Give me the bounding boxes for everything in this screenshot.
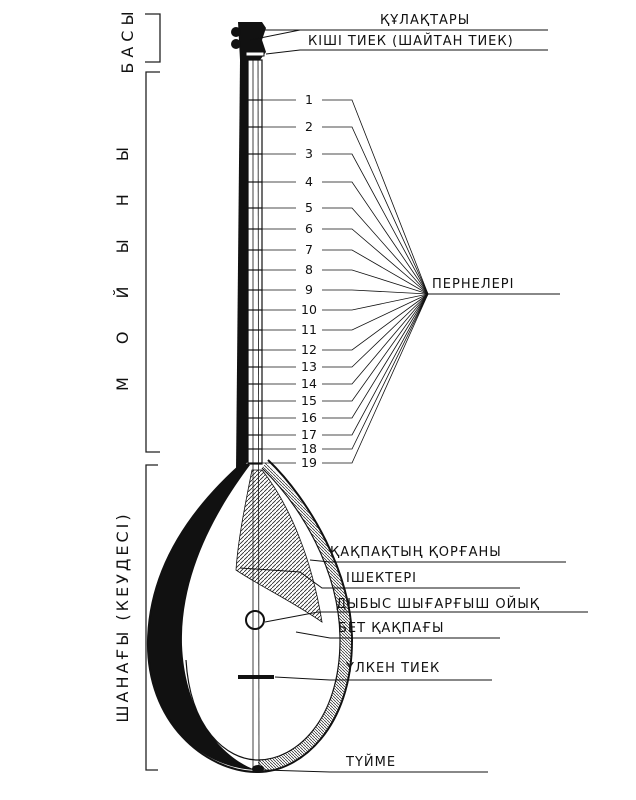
fret-leader-15	[322, 293, 429, 402]
fret-leader-19	[322, 293, 429, 464]
body-section-label: ШАНАҒЫ (КЕУДЕСІ)	[113, 511, 132, 722]
fret-leader-17	[322, 293, 429, 436]
head-section-label: БАСЫ	[118, 6, 137, 73]
fret-number-2: 2	[305, 119, 313, 134]
head-leaders	[249, 29, 548, 55]
fret-leader-10	[322, 293, 429, 311]
soundboard-guard-shading	[235, 469, 323, 623]
fret-leader-11	[322, 293, 429, 331]
dombra-neck	[236, 47, 263, 771]
headstock	[238, 22, 266, 60]
section-brackets	[145, 13, 161, 771]
body-leaders	[239, 293, 588, 773]
fret-leader-12	[322, 293, 429, 351]
fret-leader-7	[322, 249, 429, 295]
label-sound-hole: ДЫБЫС ШЫҒАРҒЫШ ОЙЫҚ	[336, 596, 540, 612]
fret-number-14: 14	[301, 376, 317, 391]
fret-number-9: 9	[305, 282, 313, 297]
fret-number-11: 11	[301, 322, 317, 337]
neck-dark-edge	[236, 60, 248, 470]
fret-number-17: 17	[301, 427, 317, 442]
string-2	[257, 47, 260, 771]
fret-number-18: 18	[301, 441, 317, 456]
label-button: ТҮЙМЕ	[345, 754, 396, 770]
part-labels: ҚҰЛАҚТАРЫ КІШІ ТИЕК (ШАЙТАН ТИЕК) ПЕРНЕЛ…	[308, 13, 540, 770]
label-soundboard-guard: ҚАҚПАҚТЫҢ ҚОРҒАНЫ	[330, 545, 502, 560]
fret-number-3: 3	[305, 146, 313, 161]
body-shadow	[147, 462, 256, 770]
fret-leader-6	[322, 228, 429, 295]
fret-leader-9	[322, 289, 429, 295]
fret-leader-16	[322, 293, 429, 419]
label-strings: ІШЕКТЕРІ	[346, 571, 417, 586]
neck-section-label: М О Й Ы Н Ы	[113, 133, 132, 391]
fret-leaders	[262, 99, 429, 464]
fret-leader-3	[322, 153, 429, 295]
small-bridge	[245, 51, 265, 57]
fret-leader-5	[322, 207, 429, 295]
fret-number-6: 6	[305, 221, 313, 236]
fret-number-13: 13	[301, 359, 317, 374]
fret-number-4: 4	[305, 174, 313, 189]
fret-leader-2	[322, 126, 429, 295]
neck-bracket	[145, 71, 160, 453]
peg-2	[231, 39, 241, 49]
dombra-head	[231, 22, 266, 60]
label-pegs: ҚҰЛАҚТАРЫ	[380, 13, 470, 28]
fret-number-8: 8	[305, 262, 313, 277]
sound-hole	[245, 610, 265, 630]
dombra-body	[146, 459, 354, 774]
frets-group	[248, 99, 262, 464]
fret-leader-13	[322, 293, 429, 368]
fret-leader-8	[322, 269, 429, 295]
fret-leader-1	[322, 99, 429, 295]
fret-number-15: 15	[301, 393, 317, 408]
fret-number-5: 5	[305, 200, 313, 215]
peg-1	[231, 27, 241, 37]
head-bracket	[145, 13, 161, 63]
fret-number-19: 19	[301, 455, 317, 470]
body-bracket	[145, 464, 158, 771]
fret-number-1: 1	[305, 92, 313, 107]
neck-fingerboard	[247, 59, 263, 465]
button	[252, 765, 264, 773]
fret-leader-4	[322, 181, 429, 295]
fret-leader-14	[322, 293, 429, 385]
big-bridge	[238, 675, 274, 679]
label-frets: ПЕРНЕЛЕРІ	[432, 277, 514, 292]
fret-leader-18	[322, 293, 429, 450]
label-top-plate: БЕТ ҚАҚПАҒЫ	[338, 621, 444, 636]
fret-number-10: 10	[301, 302, 317, 317]
label-small-bridge: КІШІ ТИЕК (ШАЙТАН ТИЕК)	[308, 33, 514, 49]
fret-number-7: 7	[305, 242, 313, 257]
fret-number-16: 16	[301, 410, 317, 425]
label-big-bridge: ҮЛКЕН ТИЕК	[345, 661, 440, 676]
fret-number-12: 12	[301, 342, 317, 357]
